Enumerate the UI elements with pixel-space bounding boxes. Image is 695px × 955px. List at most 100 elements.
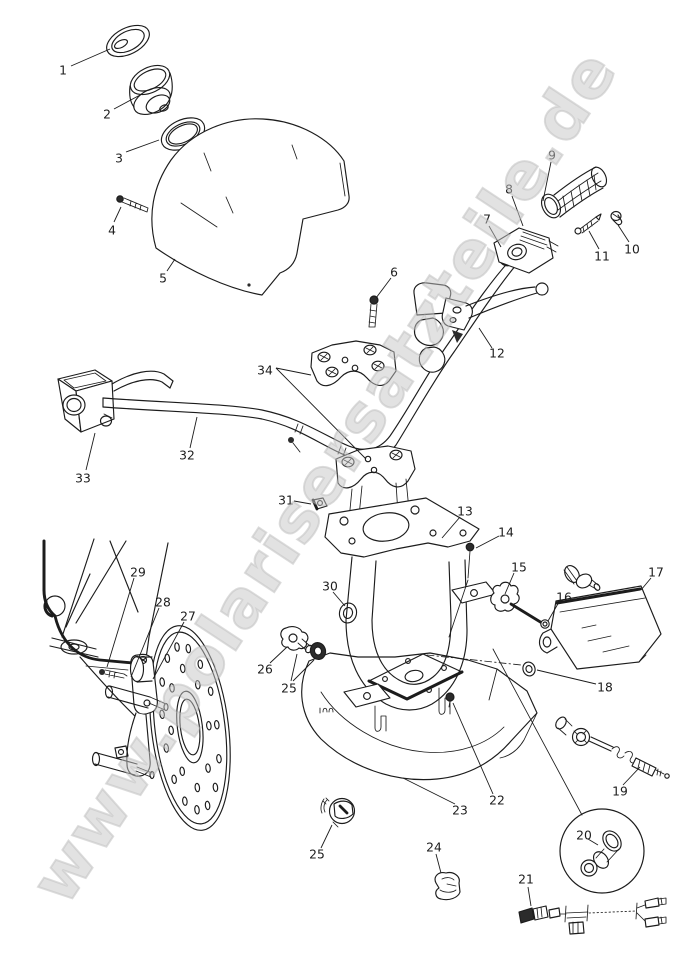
callout-leader-24	[435, 853, 442, 874]
callout-15: 15	[511, 560, 527, 574]
callout-26: 26	[257, 662, 273, 676]
callout-34: 34	[257, 363, 273, 377]
callout-31: 31	[278, 493, 294, 507]
part-12-brake-lever	[413, 282, 549, 373]
callout-leader-14	[475, 535, 500, 549]
callout-14: 14	[498, 525, 514, 539]
callout-22: 22	[489, 793, 505, 807]
callout-24: 24	[426, 840, 442, 854]
callout-leader-30	[332, 591, 346, 607]
part-9-grip	[540, 166, 608, 219]
part-22-mounting-plate	[367, 653, 464, 708]
diagram-artwork	[42, 24, 670, 935]
callout-33: 33	[75, 471, 91, 485]
callout-8: 8	[505, 182, 513, 196]
callout-16: 16	[556, 590, 572, 604]
callout-leader-2	[113, 93, 143, 110]
callout-leader-1	[70, 48, 111, 67]
part-19-speedo-cable	[555, 716, 670, 779]
callout-4: 4	[108, 223, 116, 237]
callout-25: 25	[281, 681, 297, 695]
callout-leader-34	[275, 367, 367, 460]
callout-6: 6	[390, 265, 398, 279]
callout-leader-26	[269, 646, 288, 664]
callout-leader-4	[113, 206, 122, 223]
callout-13: 13	[457, 504, 473, 518]
callout-leader-28	[130, 607, 160, 678]
hub-assembly	[91, 653, 169, 780]
callout-leader-32	[189, 416, 198, 449]
callout-9: 9	[548, 148, 556, 162]
callout-19: 19	[612, 784, 628, 798]
callout-2: 2	[103, 107, 111, 121]
callout-leader-25	[320, 824, 333, 849]
part-18-grommet	[522, 661, 536, 677]
part-15-adjuster-knob	[490, 581, 550, 629]
part-6-screw	[368, 295, 379, 328]
part-24-clip	[434, 871, 461, 901]
callout-leader-18	[536, 669, 597, 685]
callout-leader-23	[402, 777, 456, 805]
callout-leader-17	[640, 577, 652, 591]
callout-5: 5	[159, 271, 167, 285]
callout-leader-8	[511, 195, 524, 227]
callout-leader-5	[166, 258, 176, 272]
callout-leader-29	[106, 577, 135, 668]
part-5-pod-cover	[151, 118, 350, 296]
callout-23: 23	[452, 803, 468, 817]
part-31-nut	[311, 497, 328, 511]
callout-30: 30	[322, 579, 338, 593]
callout-25: 25	[309, 847, 325, 861]
callout-leader-3	[125, 139, 160, 153]
callout-20: 20	[576, 828, 592, 842]
part-10-bolt	[610, 210, 623, 226]
part-20-detail-circle	[492, 648, 645, 894]
part-1-trim-ring	[106, 24, 150, 58]
callout-leader-15	[504, 572, 515, 595]
callout-leader-12	[478, 327, 493, 349]
part-14-screw	[448, 542, 475, 638]
callout-10: 10	[624, 242, 640, 256]
callout-leader-34	[275, 367, 312, 376]
callout-27: 27	[180, 609, 196, 623]
callout-leader-6	[375, 277, 392, 299]
part-25-switch	[320, 797, 356, 828]
callout-28: 28	[155, 595, 171, 609]
part-2-gauge	[129, 64, 173, 115]
callout-leader-16	[547, 601, 560, 622]
callout-leader-31	[293, 500, 312, 505]
callout-21: 21	[518, 872, 534, 886]
callout-17: 17	[648, 565, 664, 579]
part-11-screw	[574, 213, 602, 235]
callout-leader-13	[441, 516, 461, 539]
part-34-clamp-blocks	[288, 340, 416, 521]
callout-leader-7	[488, 225, 502, 248]
callout-12: 12	[489, 346, 505, 360]
part-33-reservoir	[57, 369, 174, 433]
callout-1: 1	[59, 63, 67, 77]
callout-leader-20	[587, 838, 599, 846]
callout-32: 32	[179, 448, 195, 462]
callout-18: 18	[597, 680, 613, 694]
part-21-wiring-harness	[518, 897, 667, 935]
callout-leader-27	[152, 621, 185, 680]
callout-3: 3	[115, 151, 123, 165]
part-23-lower-housing	[301, 652, 538, 781]
callout-leader-11	[588, 230, 600, 250]
callout-leader-19	[622, 766, 641, 786]
part-25-grommet	[309, 641, 327, 661]
frame-and-brake-line	[42, 538, 169, 723]
callout-29: 29	[130, 565, 146, 579]
callout-leader-10	[617, 224, 630, 243]
callout-7: 7	[483, 212, 491, 226]
part-17-headlight	[538, 585, 662, 670]
callout-leader-25	[290, 653, 298, 682]
callout-leader-25	[292, 659, 315, 682]
callout-leader-33	[85, 432, 96, 471]
part-4-screw	[116, 195, 149, 213]
callout-11: 11	[594, 249, 610, 263]
callout-leader-9	[542, 161, 552, 202]
